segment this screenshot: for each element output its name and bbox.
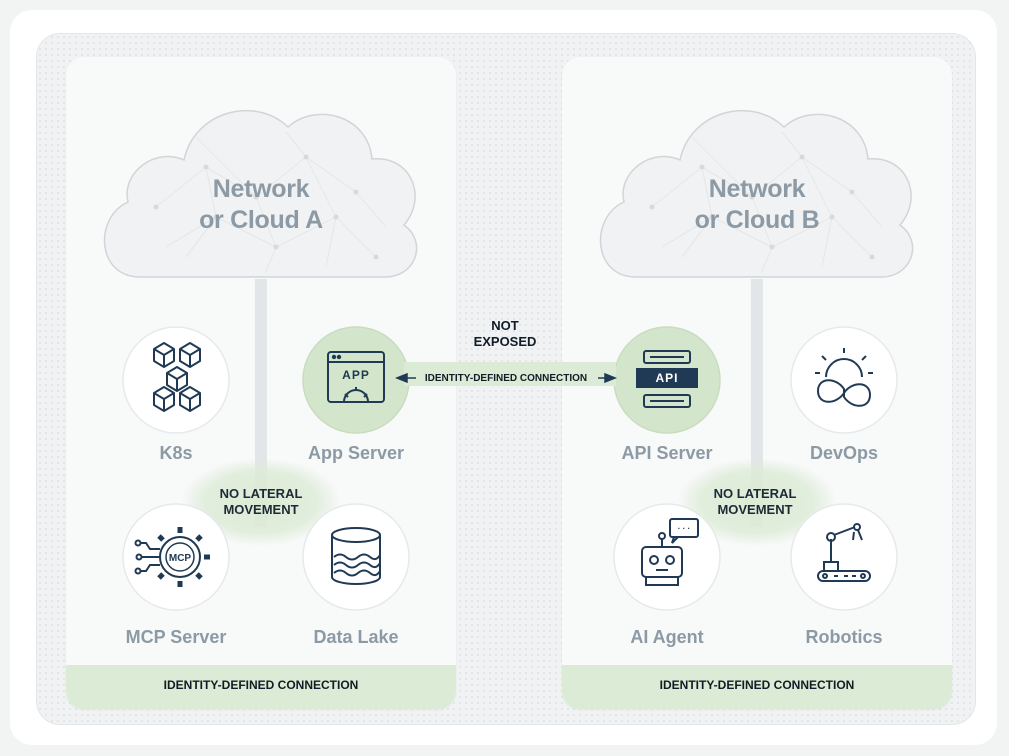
mcp-gear-icon bbox=[134, 527, 210, 587]
bottom-connection-bar-a: IDENTITY-DEFINED CONNECTION bbox=[66, 665, 456, 709]
mcp-icon-inner bbox=[165, 542, 195, 572]
cloud-shape bbox=[599, 110, 914, 278]
not-exposed-line2: EXPOSED bbox=[473, 334, 537, 349]
cloud-shape bbox=[103, 110, 418, 278]
no-lateral-line2: MOVEMENT bbox=[223, 502, 299, 517]
no-lateral-line2: MOVEMENT bbox=[717, 502, 793, 517]
cloud-network-dots bbox=[153, 154, 379, 260]
devops-node bbox=[790, 326, 898, 434]
app-icon-text: APP bbox=[342, 368, 370, 382]
no-lateral-line1: NO LATERAL bbox=[713, 486, 797, 501]
bottom-connection-bar-b: IDENTITY-DEFINED CONNECTION bbox=[562, 665, 952, 709]
cloud-b-title-line1: Network bbox=[708, 175, 806, 203]
mcp-icon-text: MCP bbox=[169, 553, 192, 564]
api-icon-text: API bbox=[655, 371, 678, 385]
app-server-label: App Server bbox=[307, 443, 405, 463]
robot-arm-icon bbox=[817, 523, 871, 582]
api-badge bbox=[636, 368, 698, 388]
ai-agent-label: AI Agent bbox=[630, 627, 704, 647]
robot-chat-icon bbox=[641, 518, 699, 586]
robotics-label: Robotics bbox=[805, 627, 883, 647]
no-lateral-glow bbox=[181, 458, 341, 546]
robotics-node bbox=[790, 503, 898, 611]
bottom-connection-label-b: IDENTITY-DEFINED CONNECTION bbox=[659, 678, 855, 692]
cloud-network-dots bbox=[649, 154, 875, 260]
data-lake-icon bbox=[331, 527, 381, 585]
center-connection-band bbox=[404, 362, 616, 386]
chat-bubble-dots: · · · bbox=[678, 524, 690, 533]
k8s-label: K8s bbox=[159, 443, 193, 463]
no-lateral-glow bbox=[677, 458, 837, 546]
cloud-a-title-line1: Network bbox=[212, 175, 310, 203]
zone-left-graphics: APP MCP bbox=[77, 110, 445, 693]
devops-label: DevOps bbox=[809, 443, 879, 463]
no-lateral-line1: NO LATERAL bbox=[219, 486, 303, 501]
cloud-a-title-line2: or Cloud A bbox=[199, 206, 323, 234]
cloud-a-title: Network or Cloud A bbox=[66, 174, 456, 236]
zone-left: APP MCP bbox=[66, 57, 456, 709]
devops-infinity-icon bbox=[815, 348, 873, 407]
no-lateral-movement-label-a: NO LATERAL MOVEMENT bbox=[191, 486, 331, 518]
api-server-icon bbox=[643, 350, 691, 408]
cloud-b-title: Network or Cloud B bbox=[562, 174, 952, 236]
not-exposed-line1: NOT bbox=[491, 318, 519, 333]
mcp-server-label: MCP Server bbox=[125, 627, 227, 647]
cloud-b-title-line2: or Cloud B bbox=[694, 206, 820, 234]
app-window-icon bbox=[327, 351, 385, 403]
zone-right: API · · · bbox=[562, 57, 952, 709]
kubernetes-cubes-icon bbox=[153, 342, 201, 412]
api-server-label: API Server bbox=[621, 443, 713, 463]
data-lake-node bbox=[302, 503, 410, 611]
not-exposed-label: NOT EXPOSED bbox=[440, 318, 570, 350]
bottom-connection-label-a: IDENTITY-DEFINED CONNECTION bbox=[163, 678, 359, 692]
data-lake-label: Data Lake bbox=[313, 627, 399, 647]
center-connection-arrow bbox=[394, 372, 618, 384]
center-connection-label: IDENTITY-DEFINED CONNECTION bbox=[424, 373, 588, 384]
no-lateral-movement-label-b: NO LATERAL MOVEMENT bbox=[685, 486, 825, 518]
zone-right-graphics: API · · · bbox=[573, 110, 941, 693]
